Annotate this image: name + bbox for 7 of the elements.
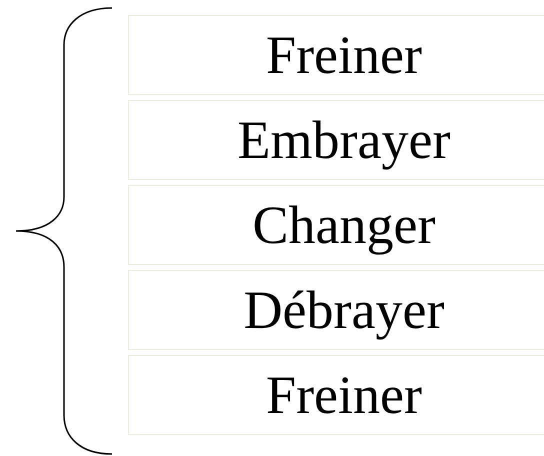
- step-box: [128, 15, 544, 95]
- step-label: Freiner: [266, 368, 422, 422]
- step-box: [128, 185, 544, 265]
- step-box: [128, 270, 544, 350]
- step-box: [128, 355, 544, 435]
- step-box: [128, 100, 544, 180]
- step-label: Freiner: [266, 28, 422, 82]
